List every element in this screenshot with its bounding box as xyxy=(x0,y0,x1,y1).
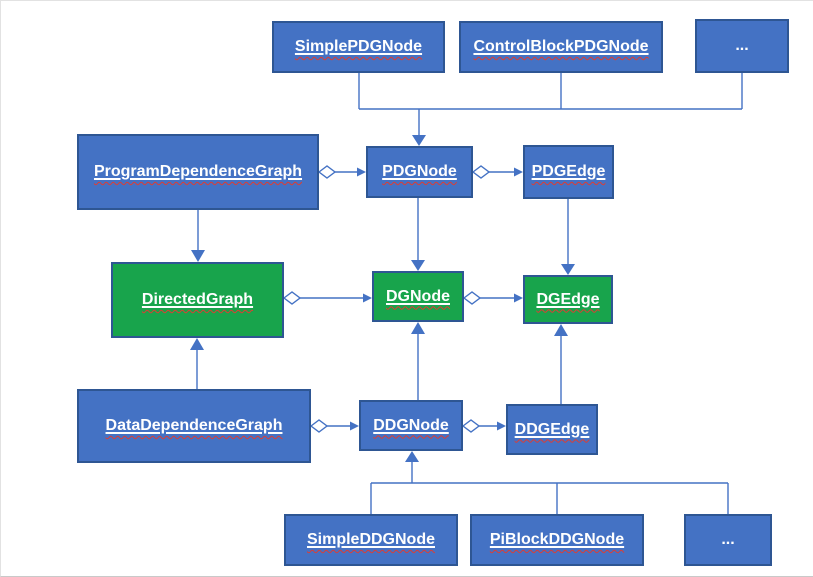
aggregation-diamond-icon xyxy=(462,291,482,305)
class-box-ddg-node: DDGNode xyxy=(359,400,463,451)
class-box-dg-node: DGNode xyxy=(372,271,464,322)
class-label-underline: PiBlockDDGNode xyxy=(490,531,624,549)
class-label-underline: DGNode xyxy=(386,288,450,306)
class-label: DDGNode xyxy=(373,416,449,434)
class-label: ControlBlockPDGNode xyxy=(473,38,649,55)
aggregation-directedgraph-dgnode xyxy=(282,291,372,305)
inheritance-arrowhead-icon xyxy=(191,250,205,262)
class-box-pdg-edge: PDGEdge xyxy=(523,145,614,199)
inheritance-arrowhead-icon xyxy=(412,135,426,146)
inheritance-junction-pdgnode xyxy=(358,73,743,135)
class-label: DDGEdge xyxy=(514,420,590,438)
class-box-pi-block-ddg-node: PiBlockDDGNode xyxy=(470,514,644,566)
aggregation-diamond-icon xyxy=(309,419,329,433)
class-box-simple-ddg-node: SimpleDDGNode xyxy=(284,514,458,566)
inheritance-junction-ddgnode xyxy=(370,462,729,514)
class-label-underline: ControlBlockPDGNode xyxy=(473,38,648,56)
inheritance-arrowhead-icon xyxy=(411,260,425,271)
arrowhead-icon xyxy=(350,421,359,431)
aggregation-pdg-pdgnode xyxy=(317,165,366,179)
class-box-program-dependence-graph: ProgramDependenceGraph xyxy=(77,134,319,210)
arrowhead-icon xyxy=(357,167,366,177)
arrowhead-icon xyxy=(363,293,372,303)
inheritance-arrowhead-icon xyxy=(561,264,575,275)
class-label-underline: SimplePDGNode xyxy=(295,38,422,56)
aggregation-diamond-icon xyxy=(471,165,491,179)
aggregation-ddgnode-ddgedge xyxy=(461,419,506,433)
class-label: DirectedGraph xyxy=(141,291,254,308)
class-box-dg-edge: DGEdge xyxy=(523,275,613,324)
class-label: DataDependenceGraph xyxy=(105,417,283,434)
class-box-ddg-edge: DDGEdge xyxy=(506,404,598,455)
class-box-pdg-ellipsis: ... xyxy=(695,19,789,73)
class-box-data-dependence-graph: DataDependenceGraph xyxy=(77,389,311,463)
aggregation-diamond-icon xyxy=(282,291,302,305)
class-label: PDGNode xyxy=(382,163,457,180)
class-label-underline: ProgramDependenceGraph xyxy=(94,163,302,181)
class-label: PDGEdge xyxy=(531,163,606,180)
class-box-simple-pdg-node: SimplePDGNode xyxy=(272,21,445,73)
inheritance-arrowhead-icon xyxy=(554,324,568,336)
class-label-underline: DDGNode xyxy=(373,417,449,435)
arrowhead-icon xyxy=(514,293,523,303)
ellipsis-label: ... xyxy=(735,37,749,54)
class-box-ddg-ellipsis: ... xyxy=(684,514,772,566)
aggregation-pdgnode-pdgedge xyxy=(471,165,523,179)
inheritance-arrowhead-icon xyxy=(190,338,204,350)
arrowhead-icon xyxy=(514,167,523,177)
class-label: DGNode xyxy=(386,287,450,305)
class-label: ProgramDependenceGraph xyxy=(93,163,303,180)
class-label: SimplePDGNode xyxy=(294,38,423,55)
aggregation-diamond-icon xyxy=(317,165,337,179)
class-label-underline: DataDependenceGraph xyxy=(106,417,283,435)
class-label: DGEdge xyxy=(536,290,600,308)
class-label: SimpleDDGNode xyxy=(306,531,435,548)
inheritance-arrowhead-icon xyxy=(405,451,419,462)
arrowhead-icon xyxy=(497,421,506,431)
aggregation-diamond-icon xyxy=(461,419,481,433)
aggregation-ddg-ddgnode xyxy=(309,419,359,433)
inheritance-arrowhead-icon xyxy=(411,322,425,334)
class-label-underline: DDGEdge xyxy=(515,421,590,439)
class-label-underline: DGEdge xyxy=(536,291,599,309)
class-label-underline: SimpleDDGNode xyxy=(307,531,435,549)
class-box-pdg-node: PDGNode xyxy=(366,146,473,198)
class-label-underline: PDGEdge xyxy=(532,163,606,181)
class-box-directed-graph: DirectedGraph xyxy=(111,262,284,338)
aggregation-dgnode-dgedge xyxy=(462,291,523,305)
class-label-underline: PDGNode xyxy=(382,163,457,181)
class-box-control-block-pdg-node: ControlBlockPDGNode xyxy=(459,21,663,73)
class-label: PiBlockDDGNode xyxy=(489,531,625,548)
class-label-underline: DirectedGraph xyxy=(142,291,253,309)
ellipsis-label: ... xyxy=(721,531,735,548)
